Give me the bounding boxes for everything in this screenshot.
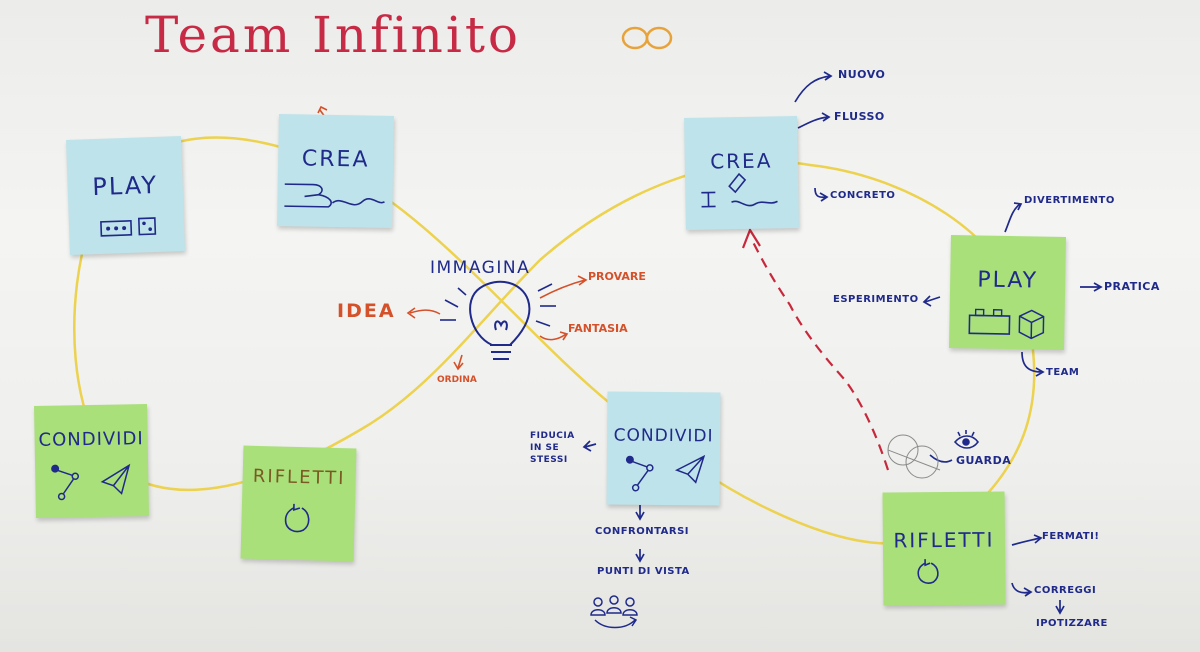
sticky-label-play: PLAY <box>977 267 1039 294</box>
pratica-label: PRATICA <box>1104 280 1160 293</box>
fermati-label: FERMATI! <box>1042 531 1100 542</box>
sticky-label-rifletti: RIFLETTI <box>252 465 346 490</box>
brick-and-dice-icon <box>100 217 157 237</box>
team-label: TEAM <box>1046 367 1080 378</box>
annotation-arrows <box>582 71 1103 615</box>
flusso-label: FLUSSO <box>834 110 885 123</box>
provare-label: PROVARE <box>588 270 646 283</box>
esperimento-label: ESPERIMENTO <box>833 294 919 305</box>
sticky-note-condividi-center: CONDIVIDI <box>606 391 721 506</box>
sticky-note-play-right: PLAY <box>949 235 1066 350</box>
sticky-label-crea: CREA <box>301 146 370 173</box>
fantasia-label: FANTASIA <box>568 322 628 335</box>
sticky-note-rifletti-right: RIFLETTI <box>882 491 1006 606</box>
immagina-label: IMMAGINA <box>430 258 531 278</box>
sticky-label-play: PLAY <box>91 170 159 202</box>
board-title: Team Infinito <box>145 6 522 64</box>
eye-icon <box>953 430 980 449</box>
dashed-arrow-head <box>741 227 761 249</box>
lightbulb-icon <box>469 280 531 360</box>
brick-and-cube-icon <box>968 308 1045 340</box>
sticky-label-condividi: CONDIVIDI <box>38 428 144 451</box>
refresh-icon <box>917 559 939 584</box>
punti-di-vista-label: PUNTI DI VISTA <box>597 566 690 577</box>
sticky-label-crea: CREA <box>709 148 773 174</box>
fiducia-label: FIDUCIA IN SE STESSI <box>530 431 575 465</box>
drawing-hand-icon <box>284 183 385 208</box>
ordina-label: ORDINA <box>437 375 477 385</box>
dashed-arrow <box>751 239 890 471</box>
share-and-send-icon <box>625 454 706 492</box>
confrontarsi-label: CONFRONTARSI <box>595 526 690 537</box>
sticky-label-condividi: CONDIVIDI <box>613 425 714 447</box>
sticky-note-crea-right: CREA <box>684 116 799 230</box>
idea-rays <box>440 283 556 327</box>
divertimento-label: DIVERTIMENTO <box>1024 195 1115 206</box>
nuovo-label: NUOVO <box>838 68 886 81</box>
refresh-icon <box>284 503 310 533</box>
infinity-line-left <box>73 136 613 492</box>
people-group-icon <box>590 595 638 629</box>
title-infinity-icon <box>621 26 673 50</box>
sticky-note-crea-left: CREA <box>277 114 394 228</box>
sticky-note-condividi-left: CONDIVIDI <box>34 404 149 518</box>
correggi-label: CORREGGI <box>1034 585 1097 596</box>
sticky-note-rifletti-left: RIFLETTI <box>240 445 357 562</box>
sticky-note-play-left: PLAY <box>66 136 185 255</box>
guarda-label: GUARDA <box>956 454 1012 467</box>
sticky-label-rifletti: RIFLETTI <box>893 527 995 553</box>
sculpting-hand-icon <box>701 172 778 208</box>
ipotizzare-label: IPOTIZZARE <box>1036 618 1108 629</box>
share-and-send-icon <box>51 463 131 501</box>
pencil-doodle <box>887 434 941 479</box>
concreto-label: CONCRETO <box>830 190 896 201</box>
idea-label: IDEA <box>337 300 396 322</box>
